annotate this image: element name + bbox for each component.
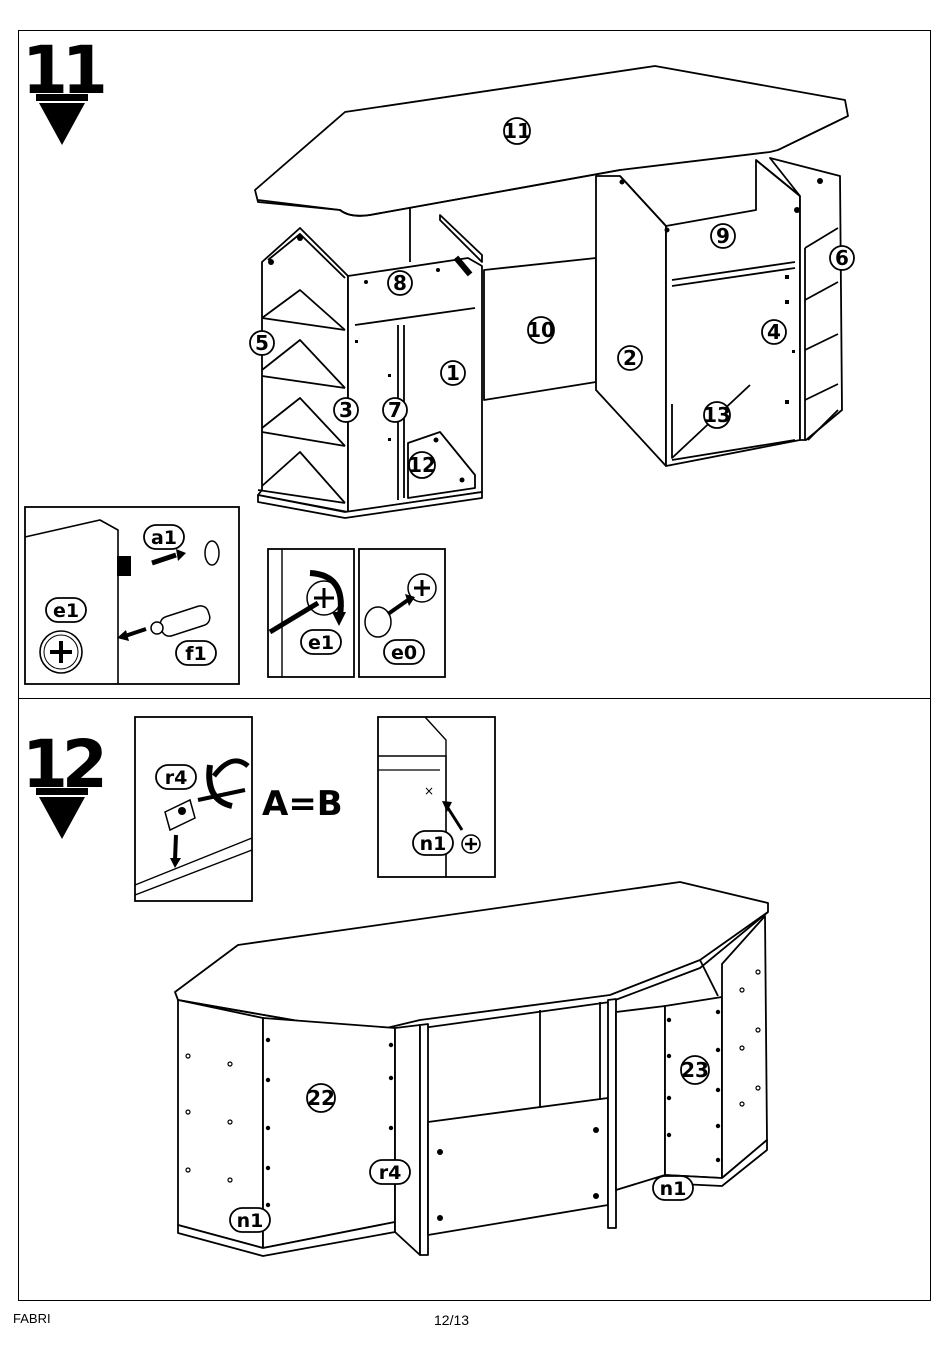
part-label-1: 1 bbox=[441, 361, 465, 385]
step-11-desk-illustration: 11 8 9 6 5 10 1 2 4 3 7 12 13 a1 e1 f1 bbox=[0, 0, 950, 700]
part-label-4: 4 bbox=[762, 320, 786, 344]
step-12-arrow-icon bbox=[39, 797, 85, 839]
svg-text:e0: e0 bbox=[391, 642, 417, 664]
detail-box-cover-cap: e0 bbox=[359, 549, 445, 677]
svg-text:1: 1 bbox=[446, 361, 460, 385]
left-shelf-unit bbox=[258, 228, 348, 512]
svg-text:e1: e1 bbox=[53, 600, 79, 622]
alignment-equation: A=B bbox=[262, 784, 343, 824]
part-label-6: 6 bbox=[830, 246, 854, 270]
svg-text:a1: a1 bbox=[151, 527, 177, 549]
svg-text:10: 10 bbox=[527, 318, 555, 342]
part-label-3: 3 bbox=[334, 398, 358, 422]
hardware-label-a1: a1 bbox=[144, 525, 184, 549]
footer-brand: FABRI bbox=[13, 1311, 51, 1326]
right-side-panel bbox=[596, 176, 666, 466]
part-label-13: 13 bbox=[703, 402, 731, 428]
footer-page-number: 12/13 bbox=[434, 1312, 469, 1328]
detail-box-cam-dowel: a1 e1 f1 bbox=[25, 507, 239, 684]
svg-text:2: 2 bbox=[623, 346, 637, 370]
step-12-underline bbox=[36, 788, 88, 795]
svg-text:13: 13 bbox=[703, 403, 731, 427]
svg-text:f1: f1 bbox=[185, 643, 207, 665]
part-label-2: 2 bbox=[618, 346, 642, 370]
svg-text:11: 11 bbox=[503, 119, 531, 143]
svg-text:e1: e1 bbox=[308, 632, 334, 654]
part-label-9: 9 bbox=[711, 224, 735, 248]
svg-text:9: 9 bbox=[716, 224, 730, 248]
detail-box-tighten-cam: e1 bbox=[268, 549, 354, 677]
part-label-8: 8 bbox=[388, 271, 412, 295]
part-label-7: 7 bbox=[383, 398, 407, 422]
hardware-label-f1: f1 bbox=[176, 641, 216, 665]
part-label-12: 12 bbox=[408, 452, 436, 478]
svg-text:6: 6 bbox=[835, 246, 849, 270]
svg-text:4: 4 bbox=[767, 320, 781, 344]
part-label-11: 11 bbox=[503, 118, 531, 144]
svg-text:12: 12 bbox=[408, 453, 436, 477]
svg-text:8: 8 bbox=[393, 271, 407, 295]
svg-text:3: 3 bbox=[339, 398, 353, 422]
right-cabinet-box bbox=[666, 160, 800, 466]
hardware-label-e1: e1 bbox=[46, 598, 86, 622]
hardware-label-e1-turn: e1 bbox=[301, 630, 341, 654]
svg-text:5: 5 bbox=[255, 331, 269, 355]
part-label-10: 10 bbox=[527, 317, 555, 343]
svg-text:7: 7 bbox=[388, 398, 402, 422]
hardware-label-e0: e0 bbox=[384, 640, 424, 664]
part-label-5: 5 bbox=[250, 331, 274, 355]
